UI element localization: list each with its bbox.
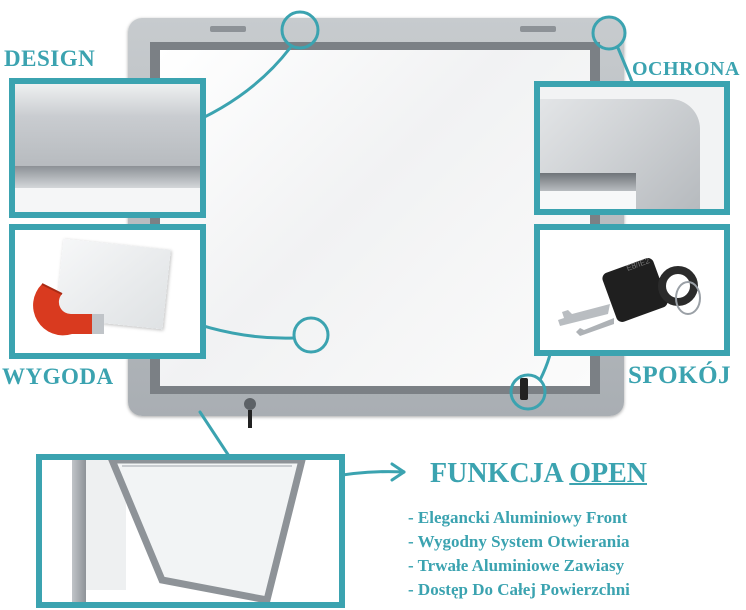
detail-box-spokoj: E8/IE2 (534, 224, 730, 356)
frame-detail-groove (15, 166, 200, 188)
feature-item: - Trwałe Aluminiowe Zawiasy (408, 556, 625, 575)
label-spokoj: SPOKÓJ (628, 362, 732, 389)
top-hinge-right (520, 26, 556, 32)
detail-box-wygoda (9, 224, 206, 359)
feature-item: - Dostęp Do Całej Powierzchni (408, 580, 630, 599)
frame-detail-profile (15, 84, 200, 166)
open-title-highlight: OPEN (569, 458, 648, 489)
board-key-left (248, 410, 252, 428)
callout-circle-design (280, 10, 320, 50)
open-frame-back (72, 460, 86, 602)
feature-item: - Wygodny System Otwierania (408, 532, 630, 551)
open-door-panel (108, 460, 306, 602)
top-hinge-left (210, 26, 246, 32)
callout-circle-ochrona (591, 15, 627, 51)
label-ochrona: OCHRONA (632, 58, 740, 80)
corner-detail-white (540, 191, 636, 209)
label-wygoda: WYGODA (2, 364, 114, 389)
board-lock-left (244, 398, 256, 410)
board-lock-right (520, 378, 528, 400)
whiteboard-surface (160, 50, 590, 386)
corner-detail-bar (540, 173, 636, 191)
open-title: FUNKCJA OPEN (430, 458, 647, 490)
callout-circle-spokoj (509, 373, 547, 411)
keys-icon (558, 258, 701, 336)
feature-item: - Elegancki Aluminiowy Front (408, 508, 628, 527)
detail-box-open (36, 454, 345, 608)
label-design: DESIGN (4, 46, 96, 71)
detail-box-ochrona (534, 81, 730, 215)
open-title-prefix: FUNKCJA (430, 458, 570, 489)
magnet-icon (33, 283, 104, 336)
callout-circle-wygoda (292, 316, 330, 354)
detail-box-design (9, 78, 206, 218)
frame-detail-glass (15, 188, 200, 212)
